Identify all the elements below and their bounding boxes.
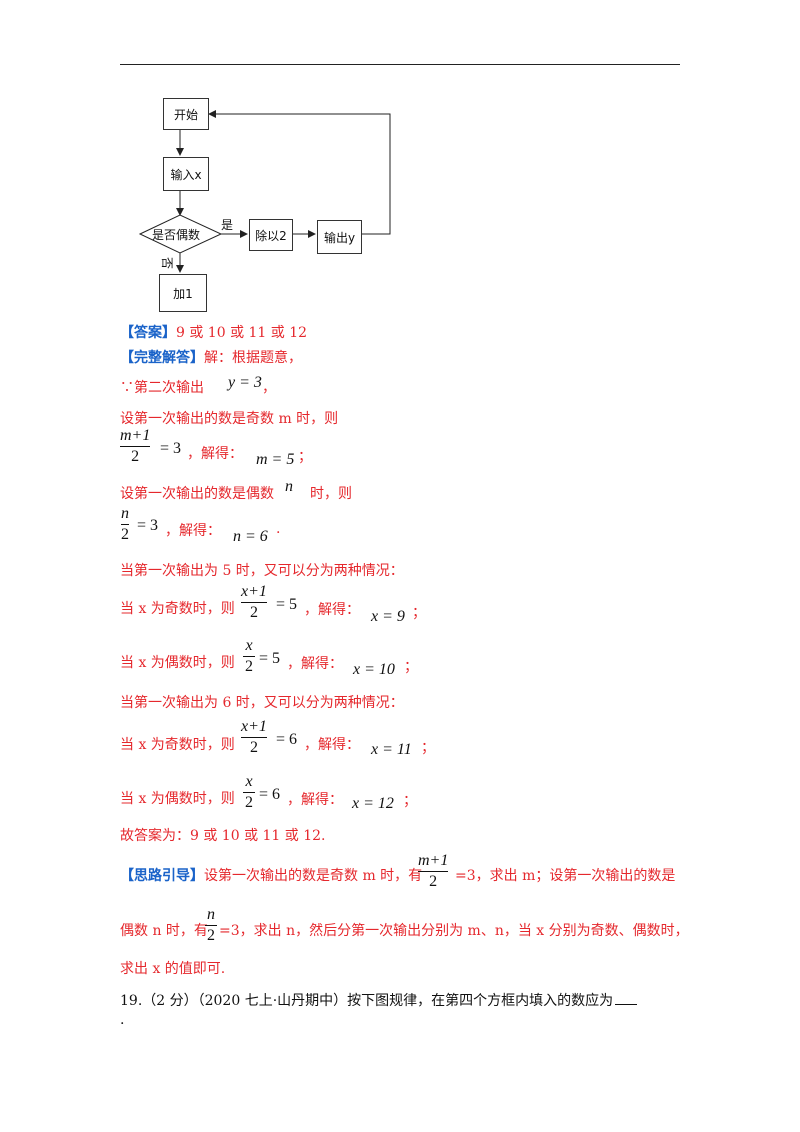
hint-a-pre: 设第一次输出的数是奇数 m 时，有 <box>204 868 423 884</box>
decision-diamond <box>138 214 223 254</box>
frac-num: x <box>245 637 253 654</box>
frac-num: n <box>207 906 215 923</box>
add-label: 加1 <box>173 286 193 301</box>
sol-line-1-post: ， <box>262 380 276 396</box>
sol-conclusion: 故答案为：9 或 10 或 11 或 12. <box>120 828 326 844</box>
sol-line-3-mid: ，解得： <box>187 446 243 462</box>
divide-label: 除以2 <box>255 228 287 243</box>
frac-den: 2 <box>245 658 253 675</box>
sol-line-7-end: ； <box>412 605 426 621</box>
sol-line-5-res: n = 6 <box>233 528 268 545</box>
sol-line-11-end: ； <box>403 793 417 809</box>
sol-line-4-post: 时，则 <box>310 486 352 502</box>
start-label: 开始 <box>173 107 198 122</box>
sol-line-8-end: ； <box>404 659 418 675</box>
sol-line-4-var: n <box>285 478 293 495</box>
frac-den: 2 <box>207 927 215 944</box>
sol-line-8-eq: = 5 <box>259 650 281 667</box>
answer-label: 【答案】 <box>120 325 176 341</box>
sol-line-5-eq: = 3 <box>137 517 159 534</box>
sol-line-1-math: y = 3 <box>228 374 262 391</box>
yes-label: 是 <box>221 218 234 232</box>
sol-line-4-pre: 设第一次输出的数是偶数 <box>120 486 274 502</box>
frac-den: 2 <box>249 739 258 756</box>
input-label: 输入x <box>170 167 202 182</box>
question-text: 19.（2 分）（2020 七上·山丹期中）按下图规律，在第四个方框内填入的数应… <box>120 993 614 1009</box>
sol-line-10-eq: = 6 <box>276 731 298 748</box>
sol-line-11-pre: 当 x 为偶数时，则 <box>120 791 235 807</box>
sol-line-5-end: . <box>276 521 281 537</box>
frac-den: 2 <box>121 526 129 543</box>
sol-line-11-mid: ，解得： <box>287 792 343 808</box>
sol-line-7-eq: = 5 <box>276 596 298 613</box>
frac-num: m+1 <box>120 427 151 444</box>
sol-line-9: 当第一次输出为 6 时，又可以分为两种情况： <box>120 695 404 711</box>
sol-line-6: 当第一次输出为 5 时，又可以分为两种情况： <box>120 563 404 579</box>
hint-b-pre: 偶数 n 时，有 <box>120 923 208 939</box>
frac-num: n <box>121 505 129 522</box>
hint-a-post: =3，求出 m；设第一次输出的数是 <box>455 868 676 884</box>
sol-line-7-mid: ，解得： <box>304 602 360 618</box>
output-label: 输出y <box>323 230 356 245</box>
sol-line-3-res: m = 5 <box>256 451 295 468</box>
answer-blank[interactable] <box>615 990 638 1005</box>
answer-text: 9 或 10 或 11 或 12 <box>176 325 308 341</box>
flowchart-lines <box>138 110 391 273</box>
sol-line-10-pre: 当 x 为奇数时，则 <box>120 737 235 753</box>
sol-line-3-eq: = 3 <box>160 440 182 457</box>
sol-line-2: 设第一次输出的数是奇数 m 时，则 <box>120 411 339 427</box>
output-box: 输出y <box>317 220 362 254</box>
frac-num: x+1 <box>241 583 267 600</box>
sol-line-7-pre: 当 x 为奇数时，则 <box>120 601 235 617</box>
sol-line-11-eq: = 6 <box>259 786 281 803</box>
flowchart: 开始 输入x 是否偶数 是 除以2 输出y 否 加1 <box>0 0 800 320</box>
sol-line-1-pre: ∵第二次输出 <box>120 380 204 396</box>
question-19: 19.（2 分）（2020 七上·山丹期中）按下图规律，在第四个方框内填入的数应… <box>120 990 638 1010</box>
sol-line-5-mid: ，解得： <box>165 523 221 539</box>
frac-den: 2 <box>249 604 258 621</box>
solution-intro: 解：根据题意， <box>204 350 302 366</box>
no-label: 否 <box>160 257 174 270</box>
frac-den: 2 <box>131 448 140 465</box>
decision-label: 是否偶数 <box>152 228 201 242</box>
frac-den: 2 <box>245 794 253 811</box>
sol-line-11-res: x = 12 <box>352 795 394 812</box>
frac-num: x <box>245 773 253 790</box>
hint-c: 求出 x 的值即可. <box>120 961 226 977</box>
input-box: 输入x <box>163 157 209 191</box>
sol-line-8-pre: 当 x 为偶数时，则 <box>120 655 235 671</box>
sol-line-8-mid: ，解得： <box>287 656 343 672</box>
sol-line-10-mid: ，解得： <box>304 737 360 753</box>
sol-line-3-end: ； <box>298 449 312 465</box>
solution-intro-line: 【完整解答】解：根据题意， <box>120 347 302 367</box>
frac-den: 2 <box>429 873 438 890</box>
frac-num: x+1 <box>241 718 267 735</box>
start-box: 开始 <box>163 98 209 130</box>
sol-line-10-end: ； <box>421 740 435 756</box>
answer-line: 【答案】9 或 10 或 11 或 12 <box>120 322 307 342</box>
sol-line-7-res: x = 9 <box>371 608 405 625</box>
sol-line-8-res: x = 10 <box>353 661 395 678</box>
solution-label: 【完整解答】 <box>120 350 204 366</box>
hint-label: 【思路引导】 <box>120 868 204 884</box>
sol-line-10-res: x = 11 <box>371 741 412 758</box>
add-box: 加1 <box>159 274 207 312</box>
hint-b-post: =3，求出 n，然后分第一次输出分别为 m、n，当 x 分别为奇数、偶数时， <box>219 923 689 939</box>
frac-num: m+1 <box>418 852 449 869</box>
question-dot: . <box>120 1012 125 1028</box>
hint-line-a: 【思路引导】设第一次输出的数是奇数 m 时，有 <box>120 865 422 885</box>
header-rule <box>120 64 680 65</box>
divide-box: 除以2 <box>249 219 293 251</box>
